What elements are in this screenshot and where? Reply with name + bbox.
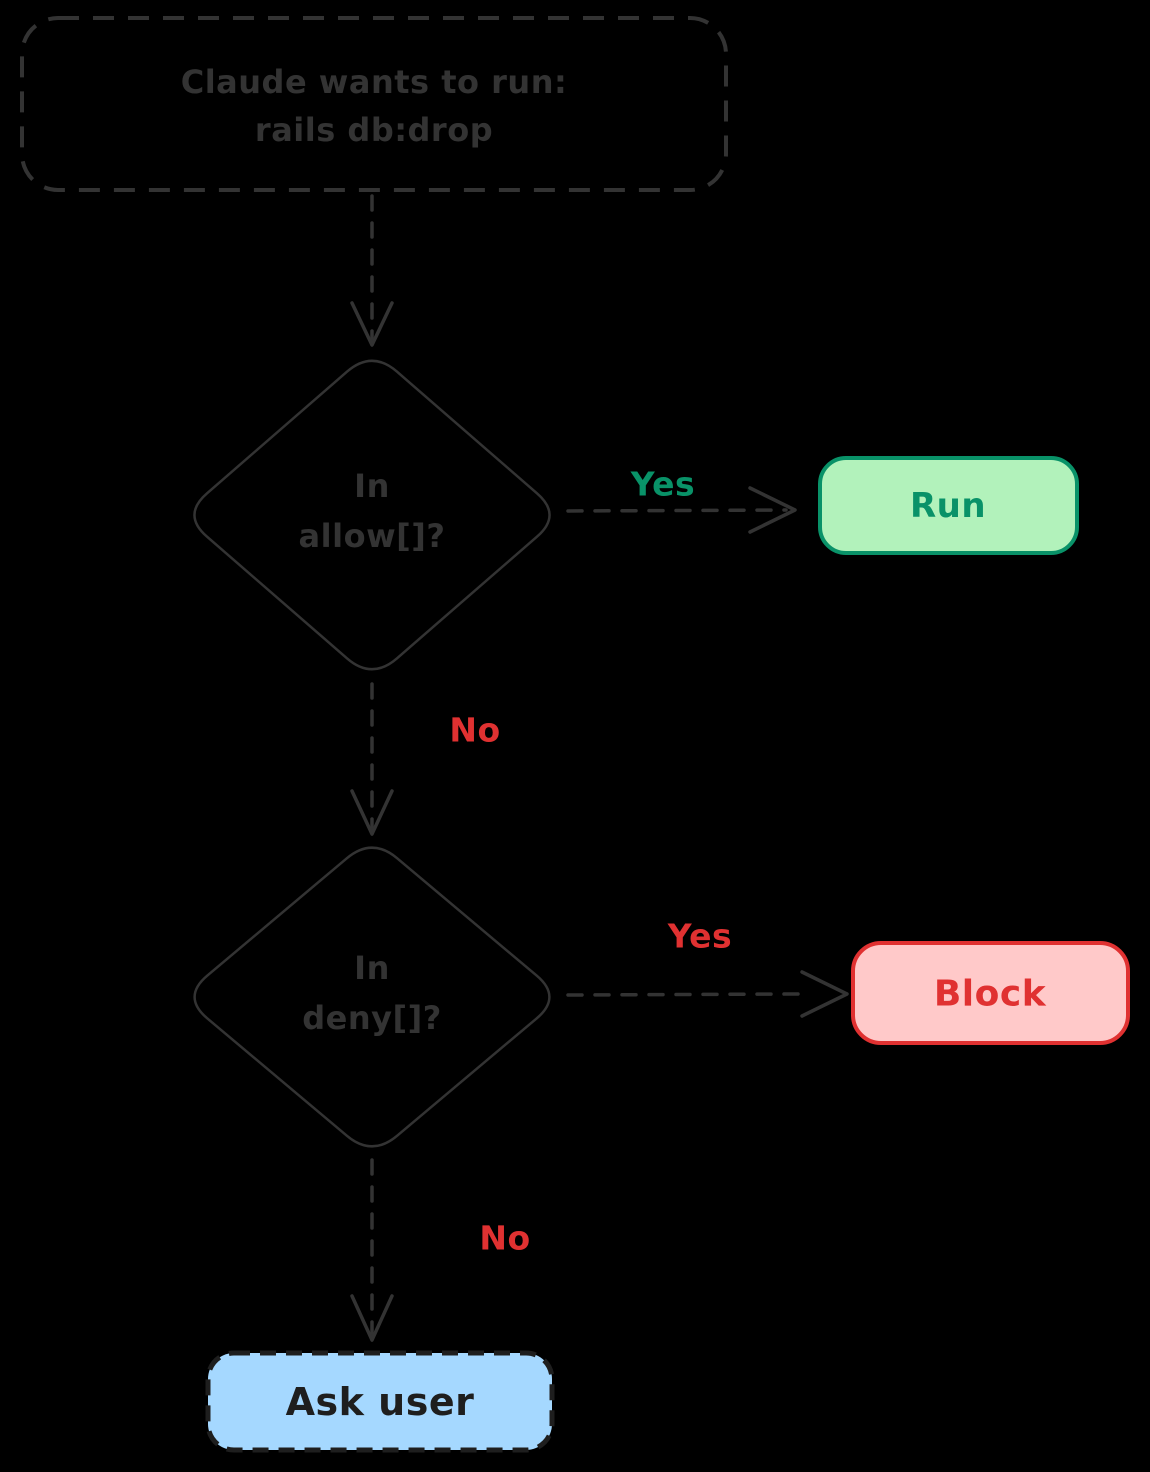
arrowhead-right-icon xyxy=(748,486,797,534)
outcome-ask-user-node: Ask user xyxy=(205,1350,555,1453)
start-node: Claude wants to run: rails db:drop xyxy=(20,16,728,192)
edge-deny-no-label: No xyxy=(479,1219,530,1258)
arrowhead-right-icon xyxy=(800,970,849,1018)
start-node-box xyxy=(20,16,728,192)
arrowhead-down-icon xyxy=(350,789,394,836)
edge-deny-to-block: Yes xyxy=(566,917,849,1018)
outcome-ask-user-label: Ask user xyxy=(286,1380,475,1424)
arrowhead-down-icon xyxy=(350,1294,394,1342)
edge-allow-to-run: Yes xyxy=(566,465,797,534)
outcome-ask-user-box xyxy=(205,1350,555,1453)
edge-deny-to-ask: No xyxy=(350,1158,530,1342)
edge-allow-yes-label: Yes xyxy=(630,465,695,504)
decision-allow-label-line2: allow[]? xyxy=(299,517,446,555)
edge-allow-to-deny: No xyxy=(350,682,500,836)
outcome-run-node: Run xyxy=(818,456,1079,555)
decision-deny-diamond xyxy=(193,846,551,1148)
decision-allow-label-line1: In xyxy=(354,467,390,505)
decision-deny-node: In deny[]? xyxy=(193,846,551,1148)
decision-allow-node: In allow[]? xyxy=(193,359,551,671)
edge-deny-to-block-line xyxy=(566,992,800,997)
outcome-block-node: Block xyxy=(851,941,1130,1045)
outcome-block-label: Block xyxy=(934,974,1047,1015)
outcome-run-label: Run xyxy=(910,486,986,526)
outcome-block-box xyxy=(851,941,1130,1045)
decision-allow-diamond xyxy=(193,359,551,671)
edge-allow-no-label: No xyxy=(449,711,500,750)
edge-allow-to-run-line xyxy=(566,508,788,513)
outcome-run-box xyxy=(818,456,1079,555)
start-node-label-line1: Claude wants to run: xyxy=(181,63,568,101)
edge-deny-yes-label: Yes xyxy=(667,917,732,956)
arrowhead-down-icon xyxy=(350,301,394,347)
decision-deny-label-line2: deny[]? xyxy=(302,999,442,1037)
start-node-label-line2: rails db:drop xyxy=(255,111,493,149)
decision-deny-label-line1: In xyxy=(354,949,390,987)
edge-start-to-allow xyxy=(350,194,394,347)
